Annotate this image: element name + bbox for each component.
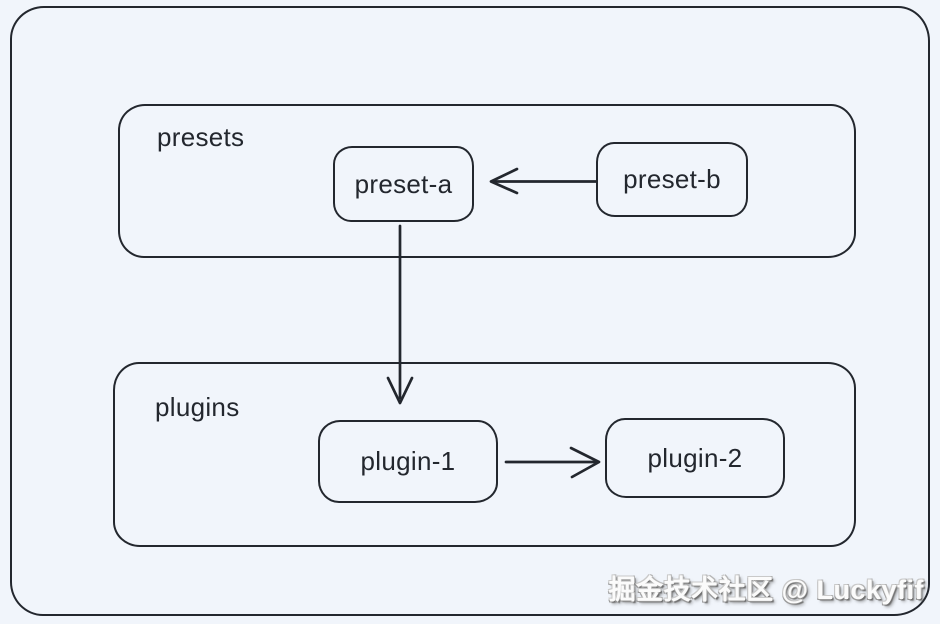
- presets-group: presets: [118, 104, 856, 258]
- plugins-group-label: plugins: [155, 392, 240, 422]
- outer-frame: [10, 6, 930, 616]
- watermark-text: 掘金技术社区 @ Luckyfif: [608, 575, 924, 605]
- node-plugin-1: plugin-1: [318, 420, 498, 503]
- node-preset-b: preset-b: [596, 142, 748, 217]
- node-plugin-1-label: plugin-1: [360, 446, 456, 476]
- plugins-group: plugins: [113, 362, 856, 547]
- node-preset-a-label: preset-a: [354, 168, 453, 199]
- node-plugin-2-label: plugin-2: [647, 442, 743, 473]
- node-preset-a: preset-a: [333, 146, 474, 222]
- node-preset-b-label: preset-b: [623, 164, 721, 194]
- node-plugin-2: plugin-2: [605, 418, 785, 498]
- presets-group-label: presets: [157, 122, 245, 152]
